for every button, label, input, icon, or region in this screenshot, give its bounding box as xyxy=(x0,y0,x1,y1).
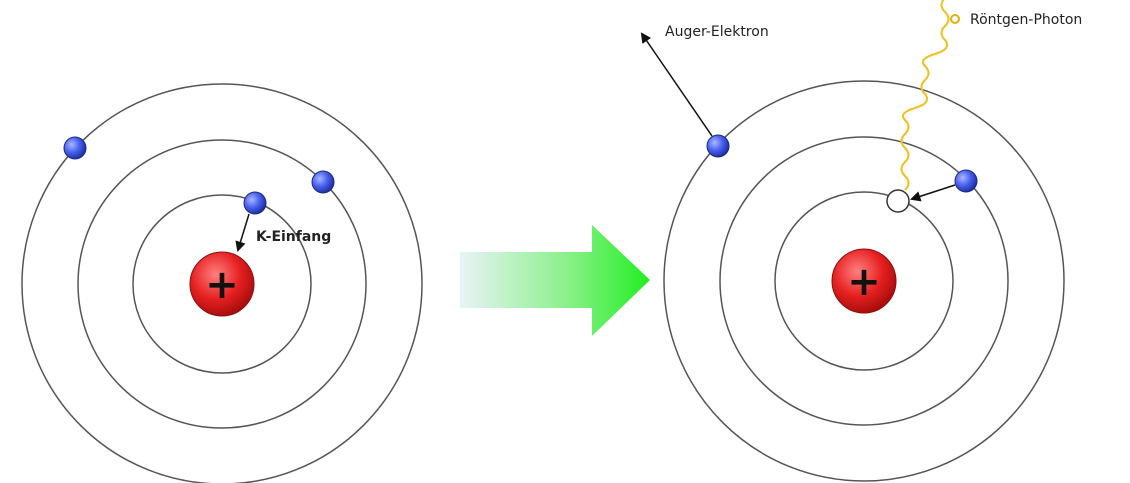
orbit-l-left xyxy=(77,139,367,429)
auger-electron-label: Auger-Elektron xyxy=(665,24,769,40)
orbit-m-right xyxy=(663,80,1065,482)
orbit-k-right xyxy=(774,191,954,371)
orbit-k-left xyxy=(132,194,312,374)
electron-auger xyxy=(706,134,730,158)
nucleus-plus-left: + xyxy=(205,262,239,308)
orbit-m-left xyxy=(21,83,423,483)
k-capture-label: K-Einfang xyxy=(256,229,331,245)
xray-photon-wave xyxy=(900,0,950,191)
nucleus-left xyxy=(189,251,255,317)
xray-photon-end xyxy=(950,14,960,24)
auger-electron-arrow xyxy=(640,32,713,137)
electron-outer-left xyxy=(63,136,87,160)
electron-transition-arrow xyxy=(910,184,956,202)
k-shell-vacancy xyxy=(886,189,910,213)
xray-photon-label: Röntgen-Photon xyxy=(970,12,1082,28)
atom-after: + Auger-Elektron Röntgen-Photon xyxy=(640,0,1082,482)
atom-before: + K-Einfang xyxy=(21,83,423,483)
nucleus-plus-right: + xyxy=(847,259,881,305)
k-capture-arrow xyxy=(235,213,250,253)
orbit-l-right xyxy=(719,136,1009,426)
transition-arrow xyxy=(460,225,650,336)
electron-middle-right xyxy=(954,169,978,193)
nucleus-right xyxy=(831,248,897,314)
electron-middle-left xyxy=(311,170,335,194)
electron-k-left xyxy=(243,191,267,215)
